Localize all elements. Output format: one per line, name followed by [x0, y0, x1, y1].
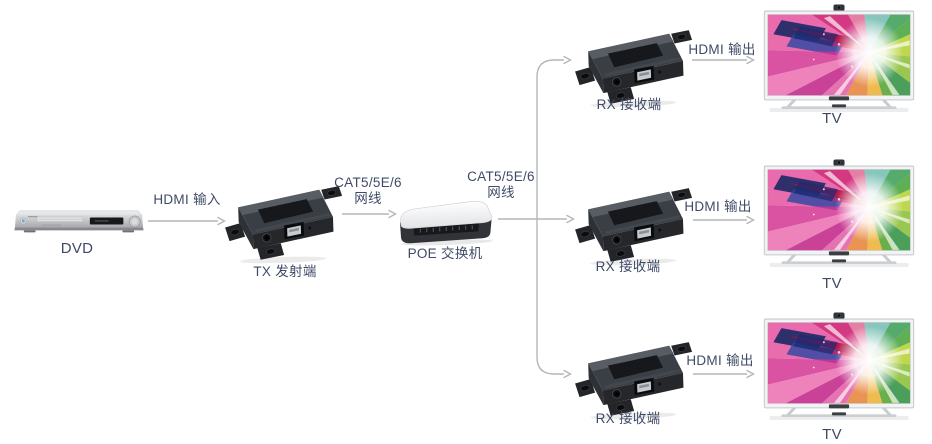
- rx-label-1: RX 接收端: [596, 97, 662, 112]
- cat5-label-1: CAT5/5E/6 网线: [334, 175, 402, 207]
- tv-label-1: TV: [822, 110, 842, 127]
- rx-extender-image-3: [575, 337, 693, 422]
- poe-switch-label: POE 交换机: [407, 246, 483, 261]
- tv-label-3: TV: [822, 426, 842, 443]
- hdmi-input-label: HDMI 输入: [153, 192, 221, 207]
- cat5-label-2-line1: CAT5/5E/6: [467, 169, 535, 184]
- cat5-label-1-line1: CAT5/5E/6: [334, 175, 402, 190]
- poe-switch-image: [393, 197, 499, 247]
- rx-label-3: RX 接收端: [595, 411, 661, 426]
- rx-extender-image-2: [575, 183, 693, 268]
- cat5-label-2-line2: 网线: [487, 185, 515, 200]
- tv-image-2: [763, 159, 915, 270]
- hdmi-output-label-2: HDMI 输出: [684, 199, 752, 214]
- tv-image-1: [763, 4, 915, 115]
- dvd-label: DVD: [60, 240, 94, 257]
- hdmi-output-label-3: HDMI 输出: [686, 353, 754, 368]
- tx-label: TX 发射端: [253, 264, 317, 279]
- cable-branch-to-rx1: [536, 55, 572, 219]
- rx-label-2: RX 接收端: [595, 259, 661, 274]
- cat5-label-2: CAT5/5E/6 网线: [467, 169, 535, 201]
- tv-label-2: TV: [822, 275, 842, 292]
- hdmi-output-label-1: HDMI 输出: [688, 42, 756, 57]
- cable-branch-to-rx3: [536, 219, 572, 379]
- dvd-player-image: [10, 206, 148, 236]
- tx-extender-image: [225, 181, 343, 266]
- cat5-label-1-line2: 网线: [354, 191, 382, 206]
- tv-image-3: [763, 312, 915, 423]
